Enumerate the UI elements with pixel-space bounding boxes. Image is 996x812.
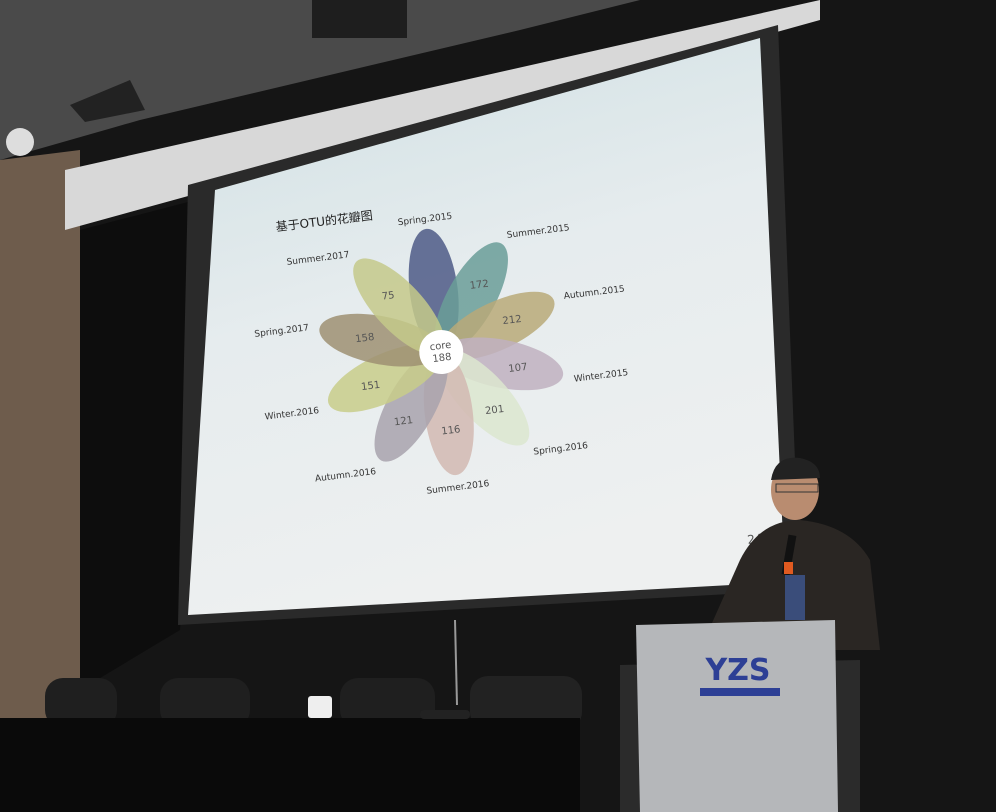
petal-value: 201 <box>484 404 504 417</box>
petal-value: 151 <box>361 380 381 393</box>
chairs <box>45 676 582 730</box>
core-label: core <box>429 340 452 354</box>
petal-diagram: Spring.2015172Summer.2015212Autumn.20151… <box>254 212 629 497</box>
ceiling <box>0 0 640 160</box>
petal-value: 121 <box>393 415 413 428</box>
podium <box>636 620 838 812</box>
microphone <box>420 710 470 719</box>
conference-table <box>0 718 580 812</box>
core-circle <box>419 329 464 374</box>
screen-pole <box>454 619 458 706</box>
podium-logo-bar <box>700 688 780 696</box>
petal-value: 75 <box>381 290 395 302</box>
mug <box>308 696 332 718</box>
petal-value: 172 <box>469 279 489 292</box>
speaker <box>700 457 880 650</box>
petal <box>374 350 448 462</box>
ceiling-camera <box>6 128 34 156</box>
petal-value: 212 <box>502 314 522 327</box>
petal <box>434 242 508 354</box>
petal-value: 107 <box>508 362 528 375</box>
core-value: 188 <box>432 352 452 365</box>
left-wall <box>0 150 80 812</box>
podium-logo: YZS <box>704 653 770 688</box>
ceiling-vent <box>312 0 407 38</box>
petal-value: 116 <box>441 424 461 437</box>
ceiling-vent <box>70 80 145 122</box>
petal-value: 158 <box>355 332 375 345</box>
petal <box>353 258 445 355</box>
